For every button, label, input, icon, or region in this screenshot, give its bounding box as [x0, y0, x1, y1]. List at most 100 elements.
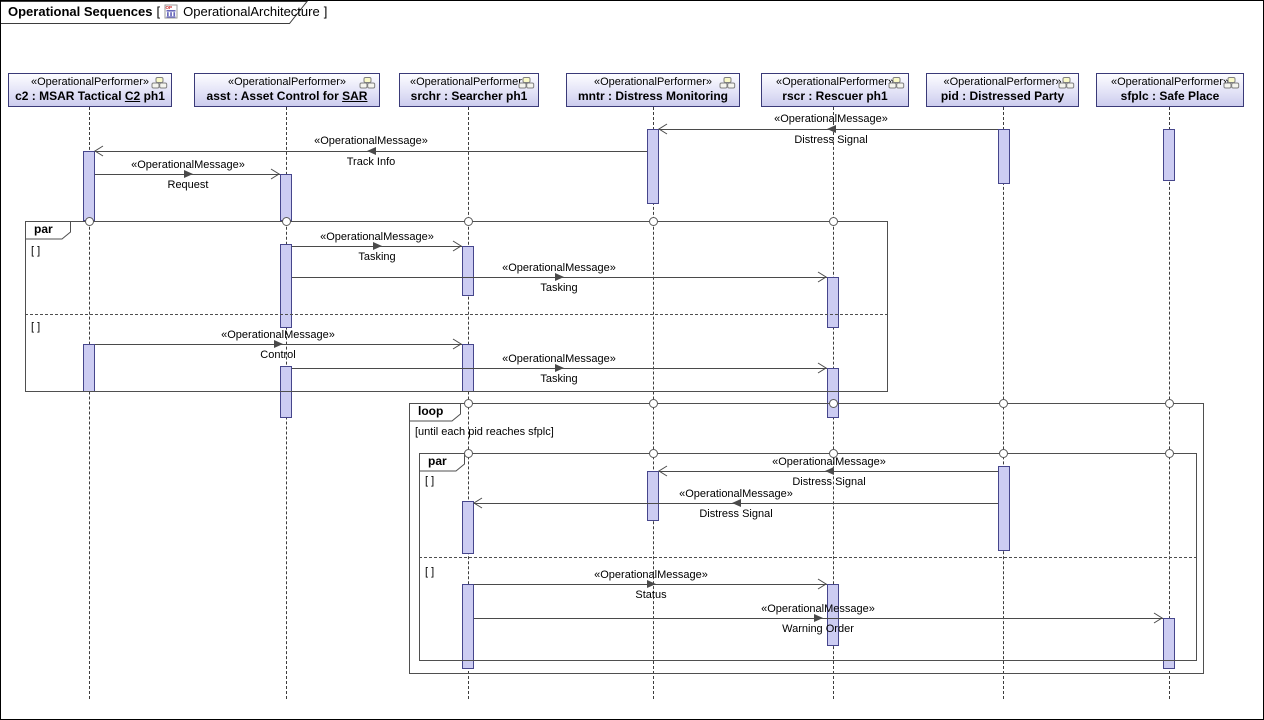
filled-arrowhead — [184, 170, 193, 178]
activation-rscr[interactable] — [827, 368, 839, 418]
message-stereotype[interactable]: «OperationalMessage» — [594, 569, 708, 581]
message-stereotype[interactable]: «OperationalMessage» — [320, 231, 434, 243]
fragment-operator: loop — [418, 404, 444, 418]
activation-mntr[interactable] — [647, 129, 659, 204]
par-inner-operand-separator — [419, 557, 1197, 558]
message-stereotype[interactable]: «OperationalMessage» — [761, 603, 875, 615]
lifeline-head-mntr[interactable]: «OperationalPerformer» mntr : Distress M… — [566, 73, 740, 107]
message-name[interactable]: Track Info — [346, 156, 396, 168]
fragment-loop-tab[interactable]: loop — [409, 403, 461, 422]
message-name[interactable]: Control — [260, 349, 296, 361]
open-arrowhead — [817, 362, 827, 374]
activation-srchr[interactable] — [462, 584, 474, 669]
open-arrowhead — [452, 338, 462, 350]
activation-srchr[interactable] — [462, 501, 474, 554]
activation-asst[interactable] — [280, 366, 292, 418]
message-stereotype[interactable]: «OperationalMessage» — [502, 353, 616, 365]
frame-crossing-dot — [649, 399, 658, 408]
activation-sfplc[interactable] — [1163, 618, 1175, 669]
lifeline-c2[interactable] — [89, 107, 90, 699]
lifeline-head-rscr[interactable]: «OperationalPerformer» rscr : Rescuer ph… — [761, 73, 909, 107]
fragment-par-outer-tab[interactable]: par — [25, 221, 71, 240]
lifeline-name: asst : Asset Control for SAR — [206, 89, 368, 103]
message-name[interactable]: Distress Signal — [792, 476, 866, 488]
message-name[interactable]: Tasking — [540, 373, 578, 385]
frame-crossing-dot — [1165, 399, 1174, 408]
frame-crossing-dot — [85, 217, 94, 226]
lifeline-name: mntr : Distress Monitoring — [577, 89, 728, 103]
title-bracket-close: ] — [323, 4, 328, 19]
open-arrowhead — [452, 240, 462, 252]
frame-crossing-dot — [999, 399, 1008, 408]
performer-icon — [1058, 77, 1075, 89]
filled-arrowhead — [732, 499, 741, 507]
activation-asst[interactable] — [280, 244, 292, 328]
lifeline-name: srchr : Searcher ph1 — [410, 89, 528, 103]
message-stereotype[interactable]: «OperationalMessage» — [774, 113, 888, 125]
lifeline-head-c2[interactable]: «OperationalPerformer» c2 : MSAR Tactica… — [8, 73, 172, 107]
frame-crossing-dot — [829, 217, 838, 226]
performer-icon — [1223, 77, 1240, 89]
activation-rscr[interactable] — [827, 277, 839, 328]
frame-crossing-dot — [282, 217, 291, 226]
activation-mntr[interactable] — [647, 471, 659, 521]
performer-icon — [151, 77, 168, 89]
activation-pid[interactable] — [998, 129, 1010, 184]
stereotype-label: «OperationalPerformer» — [30, 76, 149, 88]
message-stereotype[interactable]: «OperationalMessage» — [679, 488, 793, 500]
frame-crossing-dot — [1165, 449, 1174, 458]
activation-rscr[interactable] — [827, 584, 839, 646]
lifeline-head-asst[interactable]: «OperationalPerformer» asst : Asset Cont… — [194, 73, 380, 107]
message-name[interactable]: Request — [167, 179, 209, 191]
lifeline-name: c2 : MSAR Tactical C2 ph1 — [15, 89, 165, 103]
open-arrowhead — [473, 497, 483, 509]
stereotype-label: «OperationalPerformer» — [775, 76, 894, 88]
stereotype-label: «OperationalPerformer» — [409, 76, 528, 88]
diagram-title: Operational Sequences [ OP OperationalAr… — [8, 4, 327, 19]
filled-arrowhead — [373, 242, 382, 250]
fragment-operator: par — [428, 454, 447, 468]
performer-icon — [518, 77, 535, 89]
fragment-par-inner-tab[interactable]: par — [419, 453, 465, 472]
frame-crossing-dot — [464, 217, 473, 226]
message-name[interactable]: Warning Order — [782, 623, 854, 635]
message-name[interactable]: Distress Signal — [794, 134, 868, 146]
par-inner-guard-1[interactable]: [ ] — [425, 475, 435, 487]
par-inner-guard-2[interactable]: [ ] — [425, 566, 435, 578]
par-outer-guard-1[interactable]: [ ] — [31, 245, 41, 257]
message-stereotype[interactable]: «OperationalMessage» — [314, 135, 428, 147]
lifeline-head-pid[interactable]: «OperationalPerformer» pid : Distressed … — [926, 73, 1079, 107]
lifeline-head-srchr[interactable]: «OperationalPerformer» srchr : Searcher … — [399, 73, 539, 107]
open-arrowhead — [817, 271, 827, 283]
activation-pid[interactable] — [998, 466, 1010, 551]
message-stereotype[interactable]: «OperationalMessage» — [131, 159, 245, 171]
frame-crossing-dot — [649, 217, 658, 226]
filled-arrowhead — [367, 147, 376, 155]
message-name[interactable]: Distress Signal — [699, 508, 773, 520]
message-name[interactable]: Status — [635, 589, 667, 601]
activation-srchr[interactable] — [462, 246, 474, 296]
performer-icon — [888, 77, 905, 89]
message-stereotype[interactable]: «OperationalMessage» — [502, 262, 616, 274]
stereotype-label: «OperationalPerformer» — [1110, 76, 1229, 88]
diagram-title-name: Operational Sequences — [8, 4, 153, 19]
stereotype-label: «OperationalPerformer» — [593, 76, 712, 88]
par-outer-guard-2[interactable]: [ ] — [31, 321, 41, 333]
activation-sfplc[interactable] — [1163, 129, 1175, 181]
message-name[interactable]: Tasking — [540, 282, 578, 294]
filled-arrowhead — [555, 364, 564, 372]
open-arrowhead — [658, 123, 668, 135]
title-tab-shape — [1, 1, 309, 24]
filled-arrowhead — [814, 614, 823, 622]
message-name[interactable]: Tasking — [358, 251, 396, 263]
message-stereotype[interactable]: «OperationalMessage» — [221, 329, 335, 341]
par-outer-operand-separator — [25, 314, 888, 315]
message-stereotype[interactable]: «OperationalMessage» — [772, 456, 886, 468]
lifeline-head-sfplc[interactable]: «OperationalPerformer» sfplc : Safe Plac… — [1096, 73, 1244, 107]
frame-crossing-dot — [999, 449, 1008, 458]
frame-crossing-dot — [464, 399, 473, 408]
filled-arrowhead — [274, 340, 283, 348]
loop-guard[interactable]: [until each pid reaches sfplc] — [415, 426, 554, 438]
activation-c2[interactable] — [83, 344, 95, 392]
